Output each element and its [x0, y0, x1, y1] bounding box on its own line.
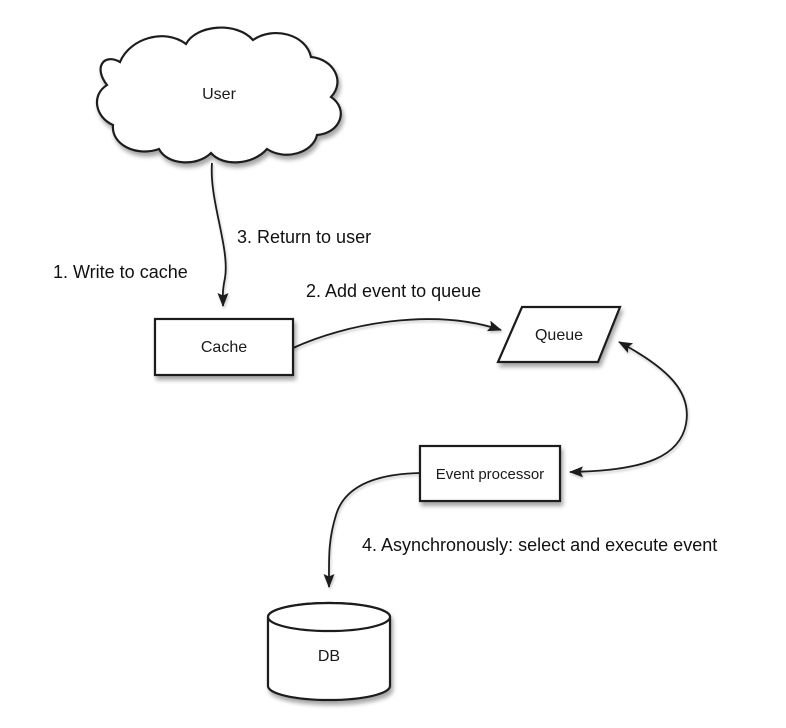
node-event-processor: Event processor [418, 444, 562, 503]
queue-parallelogram [496, 305, 622, 364]
node-db: DB [266, 601, 392, 702]
edge-cache-to-queue [292, 318, 502, 349]
step-label-3: 3. Return to user [237, 227, 371, 247]
step-label-1: 1. Write to cache [53, 262, 188, 282]
step-label-2: 2. Add event to queue [306, 281, 481, 301]
user-label: User [202, 86, 236, 103]
node-user: User [96, 26, 342, 164]
edge-layer [210, 162, 688, 588]
db-cylinder-top [266, 601, 392, 633]
db-label: DB [318, 648, 340, 665]
cache-label: Cache [201, 339, 247, 356]
step-label-4: 4. Asynchronously: select and execute ev… [362, 535, 717, 555]
user-cloud-shape [96, 26, 342, 164]
node-queue: Queue [496, 305, 622, 364]
event-processor-label: Event processor [436, 466, 544, 483]
node-cache: Cache [153, 317, 295, 377]
edge-user-to-cache [210, 162, 229, 307]
cache-rect [153, 317, 295, 377]
edge-event-processor-to-db [323, 472, 421, 588]
event-processor-rect [418, 444, 562, 503]
edge-queue-event-processor-bidirectional [569, 341, 688, 478]
queue-label: Queue [535, 327, 583, 344]
